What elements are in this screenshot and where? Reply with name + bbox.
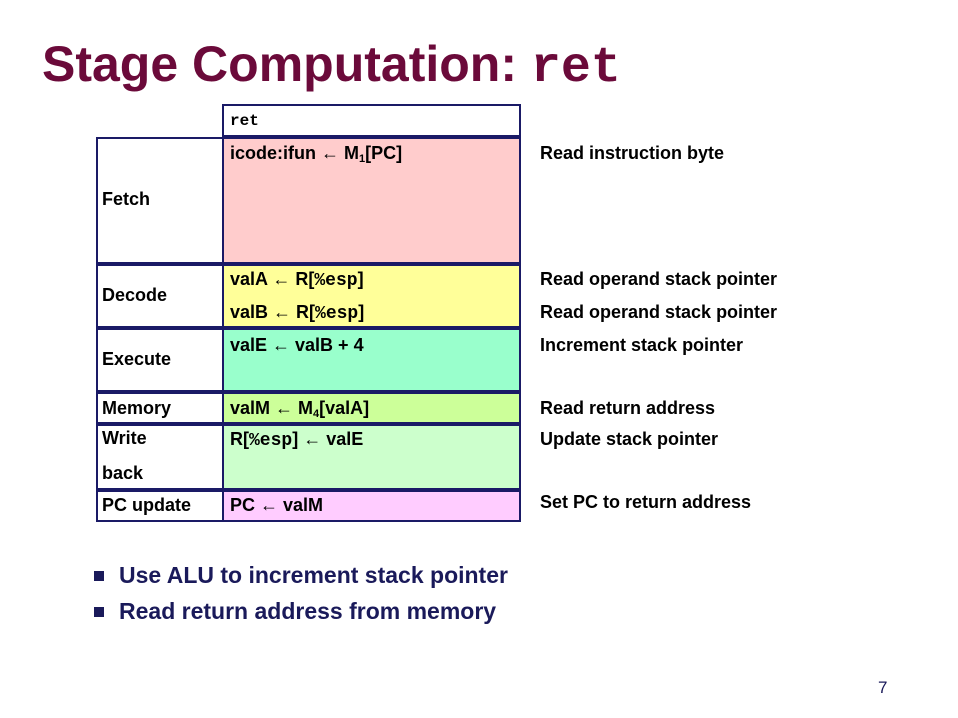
bullet-text: Use ALU to increment stack pointer xyxy=(119,562,508,588)
decode-b-cell-text: valB ← R[%esp] xyxy=(230,302,365,324)
annotation-decode-a: Read operand stack pointer xyxy=(540,269,778,289)
pc-cell-text: PC ← valM xyxy=(230,495,324,515)
decode-a-cell-text: valA ← R[%esp] xyxy=(230,269,364,291)
write-stage-frame xyxy=(96,424,222,490)
decode-stage-frame xyxy=(96,264,222,328)
write-cell xyxy=(222,424,521,490)
fetch-stage-frame xyxy=(96,137,222,264)
page-number: 7 xyxy=(878,678,888,697)
left-arrow-icon: ← xyxy=(260,495,279,515)
stage-label-memory: Memory xyxy=(102,398,172,418)
annotation-write: Update stack pointer xyxy=(540,429,719,449)
execute-stage-frame xyxy=(96,328,222,392)
annotation-memory: Read return address xyxy=(540,398,716,418)
execute-cell-text: valE ← valB + 4 xyxy=(230,335,364,355)
title-code: ret xyxy=(530,40,621,97)
left-arrow-icon: ← xyxy=(272,269,291,289)
annotation-pc: Set PC to return address xyxy=(540,492,752,512)
stage-label-pc-update: PC update xyxy=(102,495,192,515)
memory-cell-text: valM ← M4[valA] xyxy=(230,398,370,420)
pc-cell xyxy=(222,490,521,522)
execute-cell xyxy=(222,328,521,392)
fetch-cell xyxy=(222,137,521,264)
write-cell-text: R[%esp] ← valE xyxy=(230,429,364,451)
left-arrow-icon: ← xyxy=(272,335,291,355)
left-arrow-icon: ← xyxy=(275,398,294,418)
pc-stage-frame xyxy=(96,490,222,522)
fetch-cell-text: icode:ifun ← M1[PC] xyxy=(230,143,403,165)
instruction-header-cell xyxy=(222,104,521,137)
page-title: Stage Computation: ret xyxy=(42,32,621,101)
stage-label-fetch: Fetch xyxy=(102,189,151,209)
memory-stage-frame xyxy=(96,392,222,424)
bullet-square-icon xyxy=(94,607,104,617)
stage-label-decode: Decode xyxy=(102,285,168,305)
stage-label-write-back: back xyxy=(102,463,144,483)
memory-cell xyxy=(222,392,521,424)
left-arrow-icon: ← xyxy=(273,302,292,322)
bullet-text: Read return address from memory xyxy=(119,598,497,624)
left-arrow-icon: ← xyxy=(303,429,322,449)
bullet-square-icon xyxy=(94,571,104,581)
stage-label-execute: Execute xyxy=(102,349,172,369)
annotation-execute: Increment stack pointer xyxy=(540,335,744,355)
instruction-header-text: ret xyxy=(230,112,259,130)
annotation-decode-b: Read operand stack pointer xyxy=(540,302,778,322)
left-arrow-icon: ← xyxy=(321,143,339,163)
decode-cell xyxy=(222,264,521,328)
annotation-fetch: Read instruction byte xyxy=(540,143,725,163)
stage-label-write: Write xyxy=(102,428,147,448)
title-text: Stage Computation: xyxy=(42,36,531,92)
